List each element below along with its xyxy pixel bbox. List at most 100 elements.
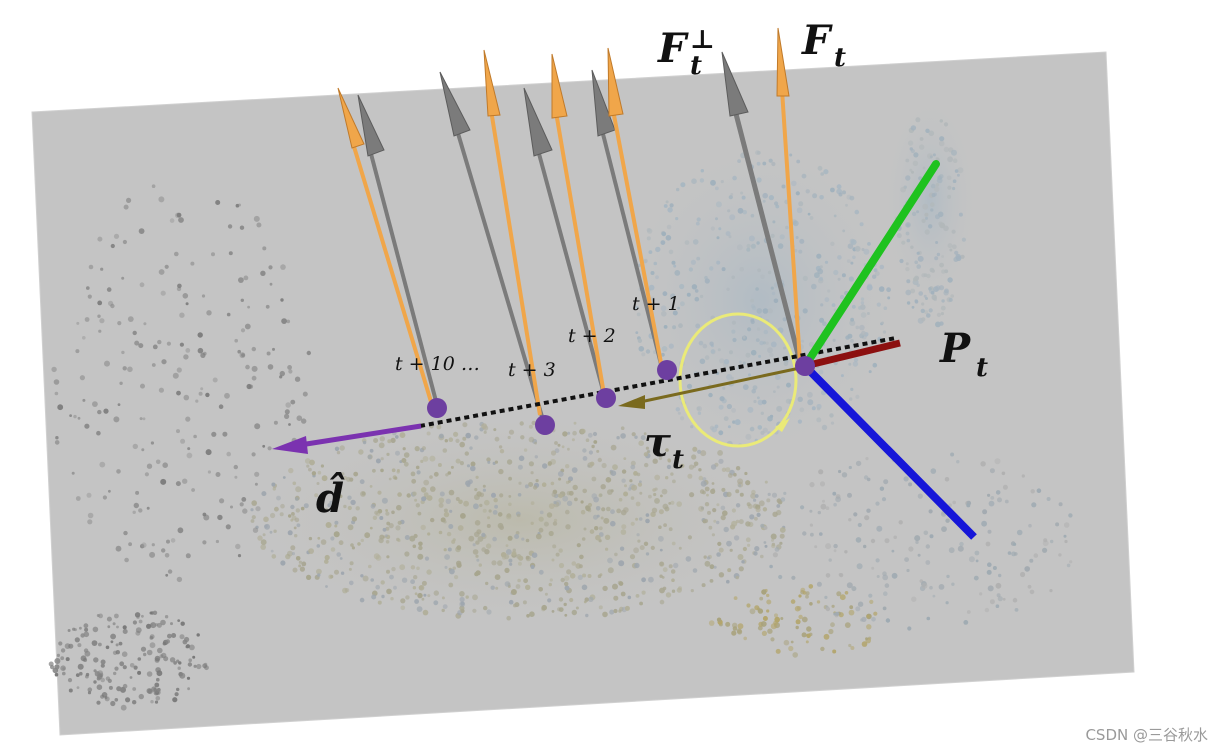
cloud-point — [157, 339, 162, 345]
cloud-point — [493, 428, 497, 432]
cloud-point — [639, 601, 643, 606]
cloud-point — [819, 195, 824, 200]
cloud-point — [114, 613, 119, 619]
cloud-point — [295, 497, 299, 501]
cloud-point — [643, 452, 649, 457]
cloud-point — [802, 591, 807, 595]
cloud-point — [693, 465, 696, 468]
label-tau: τ — [644, 419, 671, 466]
cloud-point — [921, 582, 928, 589]
cloud-point — [722, 386, 726, 390]
cloud-point — [695, 221, 700, 226]
cloud-point — [833, 214, 837, 218]
cloud-point — [1021, 474, 1025, 478]
cloud-point — [79, 626, 82, 630]
cloud-point — [505, 549, 512, 555]
cloud-point — [360, 538, 364, 543]
cloud-point — [123, 204, 129, 210]
cloud-point — [441, 608, 445, 613]
cloud-point — [406, 493, 411, 498]
cloud-point — [806, 626, 812, 632]
cloud-point — [149, 551, 156, 558]
cloud-point — [396, 504, 402, 511]
cloud-point — [650, 545, 655, 551]
cloud-point — [645, 513, 650, 517]
cloud-point — [982, 509, 988, 515]
cloud-point — [747, 327, 752, 332]
cloud-point — [588, 596, 594, 602]
cloud-point — [905, 158, 910, 163]
cloud-point — [139, 417, 143, 421]
cloud-point — [475, 540, 480, 545]
cloud-point — [688, 464, 695, 470]
cloud-point — [280, 503, 285, 509]
cloud-point — [390, 597, 394, 601]
cloud-point — [636, 312, 641, 317]
cloud-point — [819, 317, 825, 323]
cloud-point — [939, 136, 945, 142]
cloud-point — [110, 633, 116, 640]
cloud-point — [360, 491, 366, 497]
cloud-point — [629, 554, 636, 560]
cloud-point — [881, 321, 884, 325]
cloud-point — [420, 487, 427, 493]
cloud-point — [661, 231, 667, 237]
cloud-point — [98, 329, 102, 333]
cloud-point — [185, 302, 189, 306]
cloud-point — [261, 491, 267, 497]
cloud-point — [893, 535, 897, 540]
cloud-point — [876, 575, 880, 578]
cloud-point — [914, 260, 918, 265]
cloud-point — [723, 416, 729, 421]
cloud-point — [412, 586, 417, 590]
cloud-point — [805, 591, 810, 596]
cloud-point — [299, 566, 305, 572]
cloud-point — [386, 555, 390, 559]
cloud-point — [699, 358, 706, 365]
cloud-point — [298, 560, 302, 564]
cloud-point — [929, 155, 933, 159]
cloud-point — [132, 510, 136, 514]
cloud-point — [183, 394, 190, 401]
force-arrow-t10-orange — [337, 87, 434, 406]
cloud-point — [441, 596, 445, 600]
cloud-point — [710, 349, 715, 354]
cloud-point — [374, 510, 379, 515]
cloud-point — [719, 396, 725, 402]
cloud-point — [833, 308, 837, 312]
cloud-point — [796, 207, 803, 214]
cloud-point — [106, 616, 112, 622]
cloud-point — [336, 450, 341, 455]
cloud-point — [739, 267, 744, 272]
cloud-point — [54, 658, 61, 664]
cloud-point — [816, 600, 821, 604]
cloud-point — [854, 209, 860, 215]
cloud-point — [595, 534, 601, 541]
cloud-point — [138, 343, 144, 349]
cloud-point — [861, 330, 866, 336]
cloud-point — [526, 614, 530, 618]
cloud-point — [989, 468, 995, 474]
cloud-point — [569, 597, 574, 603]
cloud-point — [200, 352, 206, 358]
cloud-point — [84, 317, 90, 322]
cloud-point — [730, 193, 734, 196]
cloud-point — [780, 497, 786, 502]
cloud-point — [215, 472, 221, 477]
cloud-point — [851, 586, 857, 592]
cloud-point — [807, 212, 811, 216]
cloud-point — [848, 643, 852, 648]
cloud-point — [913, 277, 918, 282]
cloud-point — [100, 267, 104, 271]
cloud-point — [860, 312, 867, 318]
cloud-point — [802, 308, 808, 314]
cloud-point — [849, 320, 856, 326]
cloud-point — [423, 492, 429, 497]
cloud-point — [421, 496, 427, 502]
cloud-point — [528, 424, 533, 429]
cloud-point — [817, 407, 821, 411]
cloud-point — [957, 545, 964, 552]
cloud-point — [228, 251, 233, 256]
cloud-point — [706, 493, 709, 497]
cloud-point — [83, 631, 90, 638]
